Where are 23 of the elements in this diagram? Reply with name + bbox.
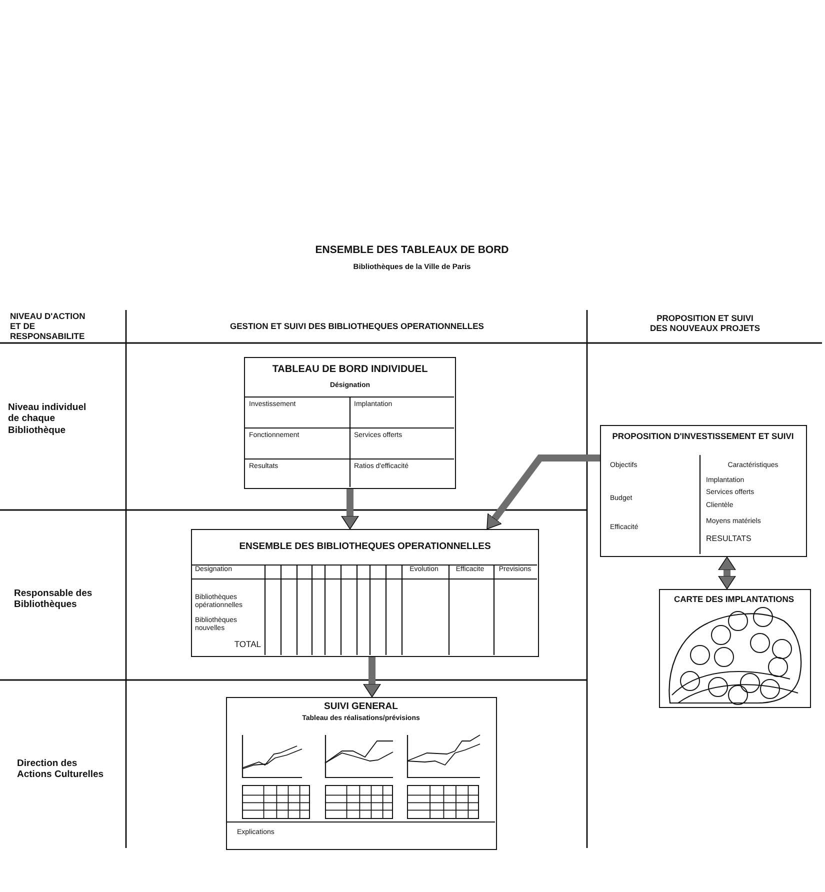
card-title: PROPOSITION D'INVESTISSEMENT ET SUIVI [612,431,794,442]
map-card [659,589,811,708]
column-heading: GESTION ET SUIVI DES BIBLIOTHEQUES OPERATIONNELLES [230,321,484,332]
row-heading: Niveau individuel de chaque Bibliothèque [8,402,88,436]
card-title: ENSEMBLE DES BIBLIOTHEQUES OPERATIONNELLES [239,541,491,552]
card-title: CARTE DES IMPLANTATIONS [674,594,794,604]
block-arrow [341,489,359,530]
card-title: SUIVI GENERAL [324,701,398,712]
row-heading: Direction des Actions Culturelles [17,758,105,781]
diagram-title: ENSEMBLE DES TABLEAUX DE BORD [315,244,509,257]
total-label: TOTAL [234,639,261,650]
column-heading: PROPOSITION ET SUIVI DES NOUVEAUX PROJETS [648,313,762,334]
summary-table-card [191,529,539,657]
proposal-card [600,425,807,557]
report-card [226,697,497,850]
list-item: RESULTATS [706,534,752,544]
dashboard-card [244,357,456,489]
block-arrow [363,657,381,698]
block-arrow [718,556,736,590]
card-title: TABLEAU DE BORD INDIVIDUEL [272,364,428,376]
block-arrow [484,454,600,532]
column-heading: NIVEAU D'ACTION ET DE RESPONSABILITE [10,311,86,342]
row-heading: Responsable des Bibliothèques [14,588,94,611]
